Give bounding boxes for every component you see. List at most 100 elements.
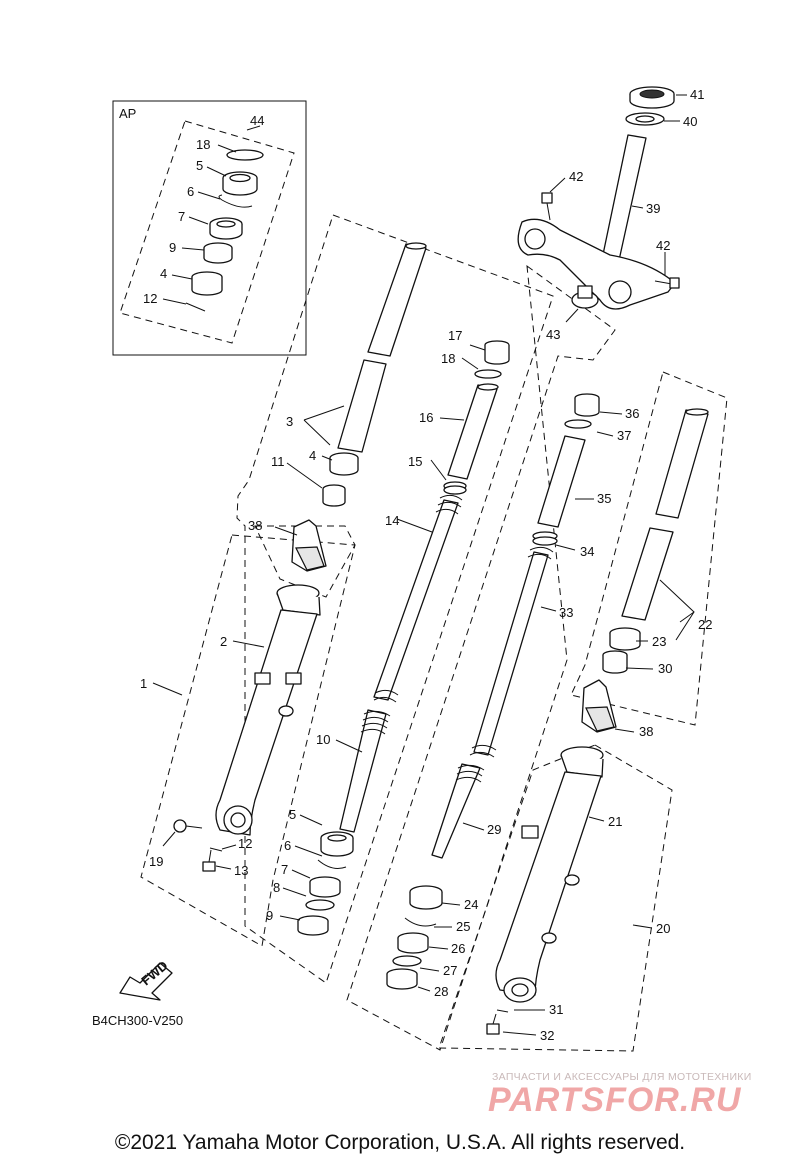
part-4-bushing-ap: [191, 271, 223, 296]
part-34-washer: [532, 531, 558, 546]
callout-28: 28: [434, 984, 448, 999]
callout-10: 10: [316, 732, 330, 747]
part-6-circlip: [317, 859, 347, 869]
spring-14-coils-top: [435, 494, 463, 515]
spring-14-coils-bottom: [373, 689, 399, 703]
callout-36: 36: [625, 406, 639, 421]
callout-42-side: 42: [656, 238, 670, 253]
part-12-washer: [209, 847, 223, 852]
part-30-piston: [602, 650, 628, 674]
diagram-code: B4CH300-V250: [92, 1013, 184, 1028]
spring-33-coils: [469, 546, 554, 758]
part-14-fork-spring: [373, 499, 459, 701]
part-18-oring-ap: [226, 149, 264, 161]
callout-38-left: 38: [248, 518, 262, 533]
part-40-bearing-race: [625, 112, 665, 126]
right-tube-top-ring: [685, 408, 709, 416]
callout-25: 25: [456, 919, 470, 934]
right-inner-dashed-outline: [346, 264, 616, 1051]
part-3-inner-tube-lower: [337, 359, 387, 453]
part-36-cap-bolt: [574, 393, 600, 417]
left-inner-dashed-outline: [236, 214, 554, 984]
part-16-spacer: [447, 384, 498, 480]
part-17-cap-bolt: [484, 340, 510, 365]
part-32-drain-bolt: [486, 1013, 500, 1035]
part-22-inner-tube-upper: [655, 409, 709, 519]
callout-7: 7: [281, 862, 288, 877]
callout-22: 22: [698, 617, 712, 632]
callout-4-ap: 4: [160, 266, 167, 281]
callout-5-ap: 5: [196, 158, 203, 173]
spring-29-coils: [455, 764, 485, 783]
callout-31: 31: [549, 1002, 563, 1017]
callout-labels: 44 18 5 6 7 9 4 12 41 40 42 39 42 43 17 …: [140, 87, 712, 1043]
part-13-drain-bolt: [202, 849, 216, 872]
callout-34: 34: [580, 544, 594, 559]
part-4-bushing: [329, 452, 359, 476]
callout-17: 17: [448, 328, 462, 343]
callout-2: 2: [220, 634, 227, 649]
part-5-dust-seal: [320, 831, 354, 857]
part-7-oil-seal-ap: [209, 217, 243, 240]
part-43-clamp: [571, 285, 599, 309]
part-27-washer: [392, 955, 422, 967]
callout-35: 35: [597, 491, 611, 506]
callout-30: 30: [658, 661, 672, 676]
part-26-oil-seal: [397, 932, 429, 954]
callout-44: 44: [250, 113, 264, 128]
callout-6: 6: [284, 838, 291, 853]
callout-11: 11: [271, 454, 285, 469]
part-11-piston: [322, 484, 346, 507]
callout-23: 23: [652, 634, 666, 649]
callout-41: 41: [690, 87, 704, 102]
callout-18: 18: [441, 351, 455, 366]
part-19-bolt: [173, 819, 203, 833]
part-2-outer-tube-left: [215, 584, 321, 836]
part-29-damper-rod: [431, 763, 481, 859]
callout-12: 12: [238, 836, 252, 851]
callout-16: 16: [419, 410, 433, 425]
callout-39: 39: [646, 201, 660, 216]
part-9-washer-ap: [203, 242, 233, 264]
callout-15: 15: [408, 454, 422, 469]
copyright-notice: ©2021 Yamaha Motor Corporation, U.S.A. A…: [114, 1131, 686, 1154]
callout-8: 8: [273, 880, 280, 895]
part-42-bolt-top: [541, 192, 553, 221]
part-10-damper-rod: [339, 709, 387, 833]
callout-7-ap: 7: [178, 209, 185, 224]
part-38-fork-guard-left: [291, 519, 327, 572]
callout-6-ap: 6: [187, 184, 194, 199]
part-6-circlip-ap: [218, 194, 253, 208]
watermark-subtitle: ЗАПЧАСТИ И АКСЕССУАРЫ ДЛЯ МОТОТЕХНИКИ: [492, 1071, 752, 1083]
right-tube-dashed-outline: [570, 371, 728, 726]
part-9-guide-bushing: [297, 915, 329, 936]
left-outer-dashed-outline: [140, 534, 356, 947]
callout-3: 3: [286, 414, 293, 429]
part-31-washer: [496, 1009, 509, 1013]
callout-33: 33: [559, 605, 573, 620]
part-12-gasket-ap: [185, 302, 206, 312]
inner-tube-top-ring: [405, 242, 427, 250]
callout-9-ap: 9: [169, 240, 176, 255]
callout-26: 26: [451, 941, 465, 956]
spacer-top: [477, 383, 499, 391]
ap-inset-box: [112, 100, 307, 356]
callout-14: 14: [385, 513, 399, 528]
right-outer-dashed-outline: [438, 744, 673, 1052]
callout-18-ap: 18: [196, 137, 210, 152]
part-24-dust-seal: [409, 885, 443, 910]
part-18-oring: [474, 369, 502, 379]
part-15-washer: [443, 481, 467, 495]
callout-1: 1: [140, 676, 147, 691]
callout-13: 13: [234, 863, 248, 878]
fwd-arrow-icon: FWD: [119, 958, 173, 1001]
part-38-fork-guard-right: [581, 679, 617, 733]
callout-32: 32: [540, 1028, 554, 1043]
part-35-spacer: [537, 435, 586, 528]
part-23-bushing: [609, 627, 641, 651]
callout-27: 27: [443, 963, 457, 978]
part-33-fork-spring: [473, 551, 549, 756]
callout-37: 37: [617, 428, 631, 443]
callout-9: 9: [266, 908, 273, 923]
